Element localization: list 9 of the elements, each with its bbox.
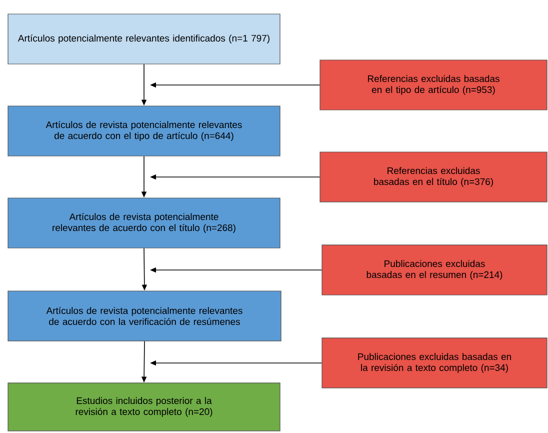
exclusion-box: Referencias excluidas basadas en el título (n=376) [320, 152, 548, 202]
exclusion-box: Publicaciones excluidas basadas en el resumen (n=214) [322, 244, 548, 296]
process-box: Artículos de revista potencialmente relevantes de acuerdo con la verificación de resúmenes [8, 290, 282, 342]
process-box: Artículos de revista potencialmente relevantes de acuerdo con el tipo de artículo (n=644) [8, 106, 280, 156]
result-box: Estudios incluidos posterior a la revisión a texto completo (n=20) [8, 382, 280, 432]
process-box: Artículos de revista potencialmente relevantes de acuerdo con el título (n=268) [8, 198, 280, 248]
process-box: Artículos potencialmente relevantes identificados (n=1 797) [8, 14, 280, 64]
exclusion-box: Publicaciones excluidas basadas en la revisión a texto completo (n=34) [322, 338, 548, 388]
exclusion-box: Referencias excluidas basadas en el tipo de artículo (n=953) [320, 60, 548, 110]
